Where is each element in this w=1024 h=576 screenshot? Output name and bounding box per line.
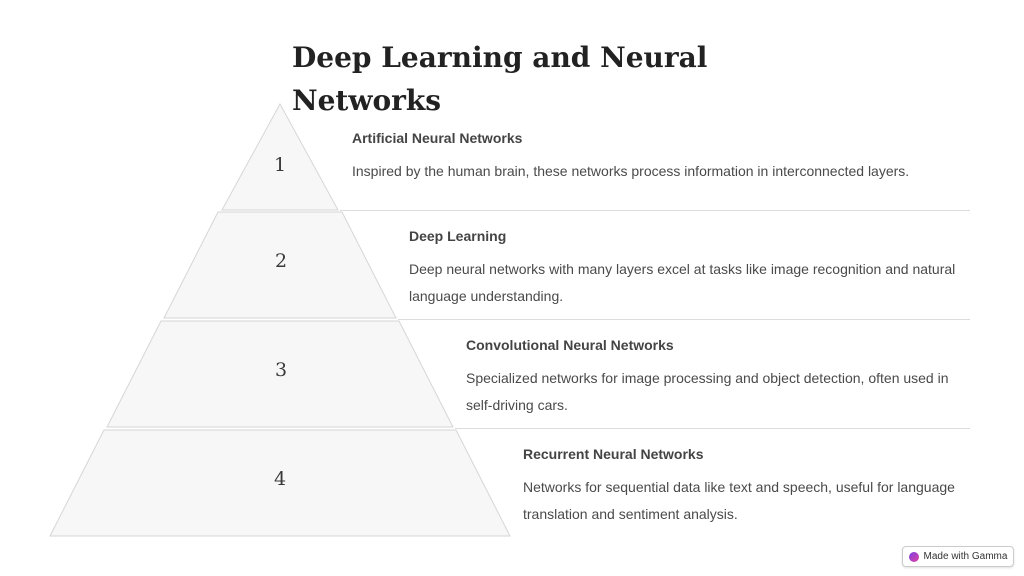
pyramid-tier-3 xyxy=(106,320,454,428)
tier-description-4: Networks for sequential data like text a… xyxy=(523,479,955,522)
tier-number-2: 2 xyxy=(274,250,288,272)
pyramid-tier-1 xyxy=(221,102,339,211)
made-with-gamma-badge[interactable]: Made with Gamma xyxy=(902,546,1014,567)
tier-number-4: 4 xyxy=(273,468,287,490)
tier-divider-1 xyxy=(340,210,970,211)
tier-text-2: Deep Learning Deep neural networks with … xyxy=(409,226,964,310)
tier-text-4: Recurrent Neural Networks Networks for s… xyxy=(523,444,964,528)
tier-heading-4: Recurrent Neural Networks xyxy=(523,446,704,462)
pyramid-tier-4 xyxy=(49,429,511,537)
tier-heading-2: Deep Learning xyxy=(409,228,507,244)
tier-description-2: Deep neural networks with many layers ex… xyxy=(409,261,956,304)
tier-text-3: Convolutional Neural Networks Specialize… xyxy=(466,335,964,419)
tier-description-3: Specialized networks for image processin… xyxy=(466,370,949,413)
tier-number-1: 1 xyxy=(273,154,287,176)
page-title: Deep Learning and Neural Networks xyxy=(292,41,708,117)
gamma-logo-icon xyxy=(908,551,919,562)
tier-heading-3: Convolutional Neural Networks xyxy=(466,337,674,353)
tier-text-1: Artificial Neural Networks Inspired by t… xyxy=(352,128,964,185)
tier-divider-3 xyxy=(455,428,970,429)
tier-number-3: 3 xyxy=(274,359,288,381)
tier-divider-2 xyxy=(398,319,970,320)
badge-label: Made with Gamma xyxy=(923,551,1008,562)
pyramid-tier-2 xyxy=(163,211,397,319)
tier-description-1: Inspired by the human brain, these netwo… xyxy=(352,163,910,179)
tier-heading-1: Artificial Neural Networks xyxy=(352,130,523,146)
